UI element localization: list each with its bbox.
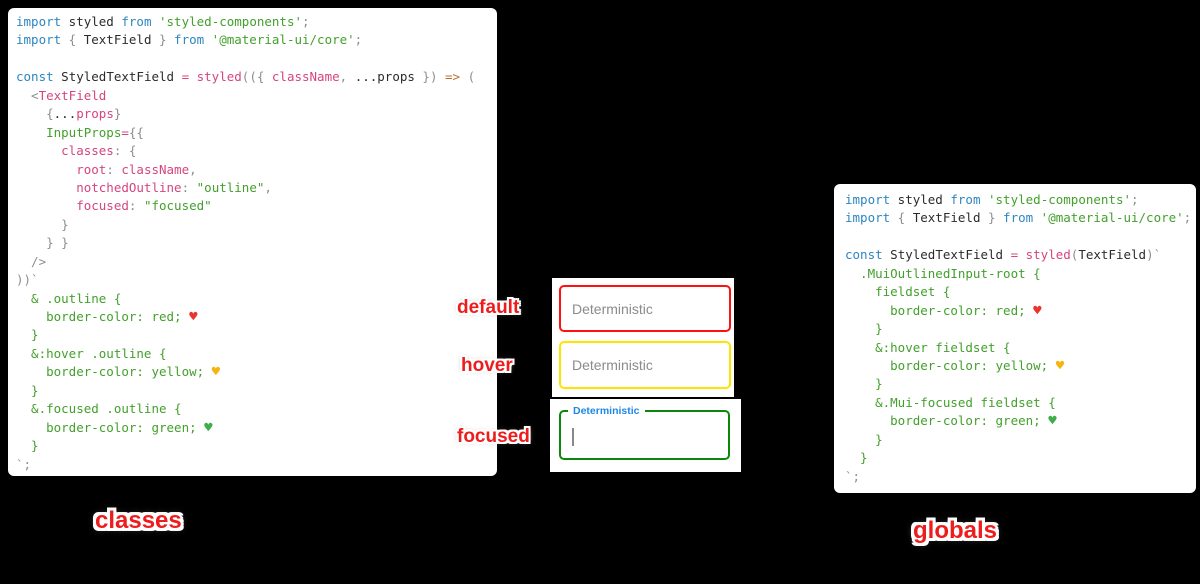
annotation-focused: focused [457, 426, 530, 447]
caption-classes: classes [95, 507, 182, 534]
code-line: import styled from 'styled-components'; [845, 192, 1139, 207]
code-line: } [16, 438, 39, 454]
annotation-default: default [457, 297, 520, 318]
code-line: const StyledTextField = styled(TextField… [845, 247, 1162, 263]
code-line [845, 228, 1185, 246]
text-caret [572, 428, 574, 446]
code-line: ))` [16, 272, 39, 288]
code-line: &:hover .outline { [16, 345, 167, 361]
code-line: } [16, 216, 69, 232]
code-line: classes: { [16, 143, 137, 159]
textfield-hover[interactable] [559, 341, 731, 389]
code-line: border-color: yellow; ♥ [845, 357, 1065, 374]
code-line: InputProps={{ [16, 124, 144, 140]
code-line: border-color: red; ♥ [16, 309, 198, 325]
code-line: border-color: green; ♥ [845, 413, 1057, 430]
code-line: const StyledTextField = styled(({ classN… [16, 69, 476, 85]
classes-code-card: import styled from 'styled-components'; i… [8, 8, 497, 476]
code-line: } } [16, 235, 69, 251]
code-line: &.Mui-focused fieldset { [845, 394, 1056, 410]
code-line: `; [845, 468, 861, 484]
textfield-focused-input[interactable] [561, 412, 728, 458]
code-line: } [845, 450, 868, 466]
code-line: border-color: yellow; ♥ [16, 364, 221, 381]
textfield-focused-floating-label: Deterministic [568, 404, 645, 418]
classes-code: import styled from 'styled-components'; i… [8, 8, 497, 479]
code-line: .MuiOutlinedInput-root { [845, 265, 1041, 281]
textfield-hover-input[interactable] [561, 343, 729, 387]
globals-code-card: import styled from 'styled-components'; i… [834, 184, 1196, 493]
code-line: import styled from 'styled-components'; [16, 14, 310, 29]
code-line: /> [16, 253, 47, 269]
code-line: notchedOutline: "outline", [16, 179, 272, 195]
globals-code: import styled from 'styled-components'; i… [834, 184, 1196, 493]
code-line: <TextField [16, 87, 107, 103]
code-line: border-color: green; ♥ [16, 419, 213, 436]
code-line: &.focused .outline { [16, 401, 182, 417]
code-line: & .outline { [16, 290, 122, 306]
code-line: } [845, 431, 883, 447]
code-line: &:hover fieldset { [845, 339, 1011, 355]
code-line: } [845, 376, 883, 392]
code-line [16, 50, 489, 68]
textfield-default-input[interactable] [561, 287, 729, 330]
code-line: border-color: red; ♥ [845, 302, 1042, 319]
code-line: } [845, 321, 883, 337]
code-line: import { TextField } from '@material-ui/… [16, 32, 363, 48]
code-line: import { TextField } from '@material-ui/… [845, 210, 1192, 226]
textfield-focused[interactable]: Deterministic [559, 404, 730, 460]
code-line: focused: "focused" [16, 198, 212, 214]
code-line: root: className, [16, 161, 197, 177]
textfield-default[interactable] [559, 285, 731, 332]
code-line: {...props} [16, 106, 122, 122]
annotation-hover: hover [461, 355, 513, 376]
code-line: } [16, 382, 39, 398]
code-line: `; [16, 456, 32, 472]
code-line: fieldset { [845, 284, 951, 300]
caption-globals: globals [913, 517, 998, 544]
code-line: } [16, 327, 39, 343]
